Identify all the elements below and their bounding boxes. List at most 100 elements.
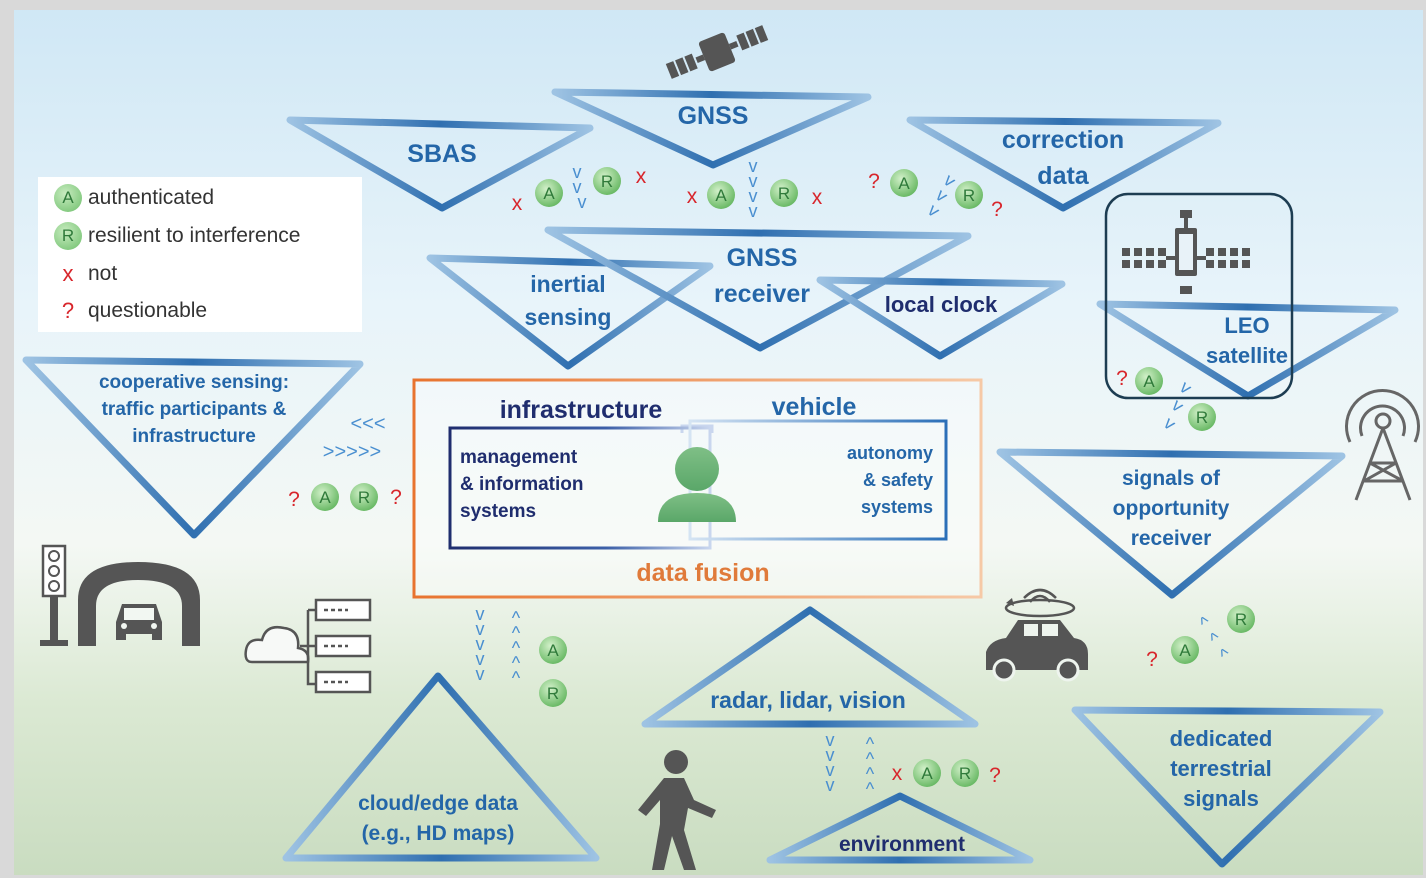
svg-text:v: v <box>476 634 485 654</box>
vehicle-label: vehicle <box>772 393 857 421</box>
autonomy-label-2: & safety <box>863 470 933 490</box>
svg-text:R: R <box>1196 408 1208 427</box>
resilient-badge: R <box>1188 403 1216 431</box>
signals-of-opportunity-node: signals of opportunity receiver <box>996 448 1346 599</box>
cloud-down-chevron: v <box>476 604 485 624</box>
questionable-mark-icon: ? <box>61 298 75 323</box>
resilient-badge: R <box>770 179 798 207</box>
inertial-label-1: inertial <box>530 271 605 297</box>
legend-authenticated-label: authenticated <box>88 186 215 209</box>
svg-text:R: R <box>778 184 790 203</box>
correction-label-2: data <box>1037 162 1090 190</box>
questionable-mark: ? <box>991 198 1003 221</box>
cooperative-label-3: infrastructure <box>132 426 256 447</box>
resilient-badge-icon: R <box>54 222 82 250</box>
legend-authenticated: A authenticated <box>48 183 214 213</box>
svg-text:A: A <box>1179 641 1191 660</box>
authenticated-badge-icon: A <box>54 184 82 212</box>
authenticated-badge: A <box>913 759 941 787</box>
svg-text:^: ^ <box>512 668 521 688</box>
cloud-label-1: cloud/edge data <box>358 792 518 815</box>
cloud-edge-data-node: cloud/edge data (e.g., HD maps) <box>282 672 600 862</box>
local-clock-label: local clock <box>885 292 998 317</box>
gnss-receiver-label-2: receiver <box>714 280 810 308</box>
satellite-icon <box>665 25 769 79</box>
gnss-receiver-node: GNSS receiver <box>544 226 972 352</box>
not-mark: x <box>636 165 647 188</box>
leo-label-1: LEO <box>1224 313 1269 338</box>
questionable-mark: ? <box>1116 367 1128 390</box>
dedicated-label-1: dedicated <box>1170 726 1273 751</box>
pedestrian-icon <box>638 750 716 870</box>
radar-label: radar, lidar, vision <box>710 687 906 713</box>
not-mark: x <box>512 192 523 215</box>
resilient-badge: R <box>350 483 378 511</box>
leo-chevron: v <box>1176 377 1196 398</box>
management-label-2: & information <box>460 474 584 495</box>
legend-resilient-label: resilient to interference <box>88 224 301 247</box>
inertial-sensing-node: inertial sensing <box>426 254 714 370</box>
svg-text:R: R <box>1235 610 1247 629</box>
coop-left-arrows: <<< <box>350 413 385 435</box>
authenticated-badge: A <box>535 179 563 207</box>
gnss-down-chevron: v <box>749 156 758 176</box>
svg-text:v: v <box>1160 413 1180 434</box>
resilient-badge: R <box>955 181 983 209</box>
correction-label-1: correction <box>1002 126 1124 154</box>
legend-not: x not <box>48 259 118 289</box>
legend-questionable-label: questionable <box>88 299 208 322</box>
svg-text:R: R <box>959 764 971 783</box>
svg-text:v: v <box>826 775 835 795</box>
management-label-3: systems <box>460 501 536 522</box>
cloud-label-2: (e.g., HD maps) <box>362 822 515 845</box>
cloud-server-icon <box>244 598 372 694</box>
sbas-label: SBAS <box>407 140 476 168</box>
cloud-up-chevron: ^ <box>512 608 521 628</box>
resilient-badge: R <box>593 167 621 195</box>
authenticated-badge: A <box>890 169 918 197</box>
svg-text:v: v <box>749 201 758 221</box>
resilient-badge: R <box>951 759 979 787</box>
soo-label-2: opportunity <box>1113 497 1230 520</box>
infrastructure-label: infrastructure <box>500 396 663 424</box>
dedicated-label-3: signals <box>1183 786 1259 811</box>
not-mark: x <box>892 762 903 785</box>
traffic-light-icon <box>40 544 68 646</box>
coop-right-arrows: >>>>> <box>323 441 381 463</box>
svg-text:v: v <box>749 186 758 206</box>
autonomous-car-icon <box>986 588 1088 682</box>
svg-text:A: A <box>547 641 559 660</box>
svg-text:A: A <box>1143 372 1155 391</box>
environment-node: environment <box>766 792 1034 864</box>
inertial-label-2: sensing <box>525 304 612 330</box>
leo-label-2: satellite <box>1206 343 1288 368</box>
authenticated-badge: A <box>539 636 567 664</box>
questionable-mark: ? <box>390 486 402 509</box>
local-clock-node: local clock <box>816 276 1066 360</box>
svg-text:A: A <box>898 174 910 193</box>
soo-label-3: receiver <box>1131 527 1212 550</box>
authenticated-badge: A <box>707 181 735 209</box>
leo-satellite-node: LEO satellite <box>1096 300 1399 400</box>
person-icon <box>658 447 736 522</box>
svg-text:R: R <box>547 684 559 703</box>
svg-text:^: ^ <box>866 764 875 784</box>
resilient-badge: R <box>539 679 567 707</box>
svg-text:A: A <box>715 186 727 205</box>
svg-text:A: A <box>319 488 331 507</box>
authenticated-badge: A <box>1171 636 1199 664</box>
dedicated-terrestrial-node: dedicated terrestrial signals <box>1071 706 1384 868</box>
tunnel-car-icon <box>78 562 200 646</box>
sbas-node: SBAS <box>286 116 594 212</box>
svg-text:^: ^ <box>866 749 875 769</box>
cooperative-sensing-node: cooperative sensing: traffic participant… <box>22 356 364 539</box>
not-mark: x <box>812 186 823 209</box>
svg-text:v: v <box>476 619 485 639</box>
correction-data-node: correction data <box>906 116 1222 212</box>
gnss-node: GNSS <box>551 88 872 169</box>
data-fusion-label: data fusion <box>636 559 769 587</box>
svg-text:v: v <box>826 760 835 780</box>
